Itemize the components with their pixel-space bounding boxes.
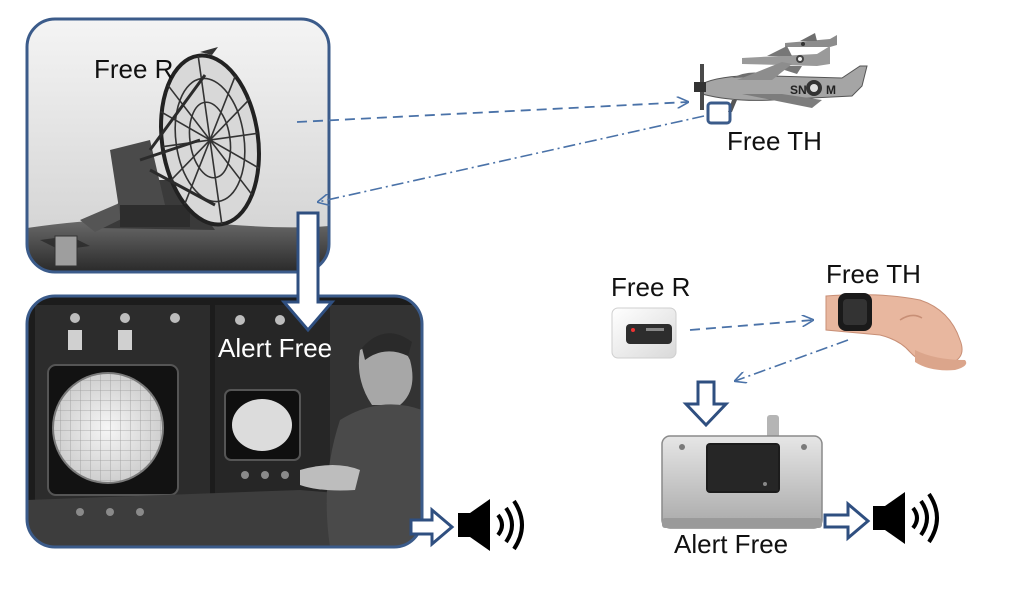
down-block-arrow-modern bbox=[682, 380, 730, 428]
speaker-icon bbox=[458, 499, 524, 551]
aircraft-tag-box bbox=[706, 101, 732, 125]
historic-alert-label: Alert Free bbox=[218, 333, 332, 363]
modern-alert-label: Alert Free bbox=[674, 529, 788, 559]
signal-arrow-receiver-to-wearable bbox=[689, 320, 813, 331]
right-block-arrow-historic bbox=[409, 506, 455, 548]
wristband-icon bbox=[825, 293, 967, 371]
svg-text:M: M bbox=[826, 83, 836, 97]
receiver-box-icon bbox=[611, 307, 677, 359]
radar-photo: Free R bbox=[25, 17, 331, 274]
signal-arrow-aircraft-to-radar bbox=[318, 115, 705, 202]
spitfire-aircraft-icon: SN M bbox=[694, 33, 868, 112]
down-block-arrow-historic bbox=[280, 211, 336, 333]
aircraft-label: Free TH bbox=[727, 126, 822, 156]
signal-arrow-radar-to-aircraft bbox=[296, 102, 688, 123]
radar-dish-icon bbox=[80, 47, 261, 232]
radar-console-icon bbox=[47, 364, 301, 496]
right-block-arrow-modern bbox=[823, 500, 871, 542]
alert-unit-icon bbox=[661, 415, 823, 529]
speaker-icon bbox=[873, 492, 939, 544]
console-photo-frame bbox=[25, 294, 424, 549]
radar-photo-frame bbox=[25, 17, 331, 274]
radar-label: Free R bbox=[94, 54, 173, 84]
signal-arrow-wearable-to-receiver bbox=[735, 339, 849, 381]
console-photo bbox=[25, 294, 424, 549]
wearable-label: Free TH bbox=[826, 259, 921, 289]
receiver-label: Free R bbox=[611, 272, 690, 302]
svg-text:SN: SN bbox=[790, 83, 807, 97]
operator-figure bbox=[300, 333, 422, 547]
